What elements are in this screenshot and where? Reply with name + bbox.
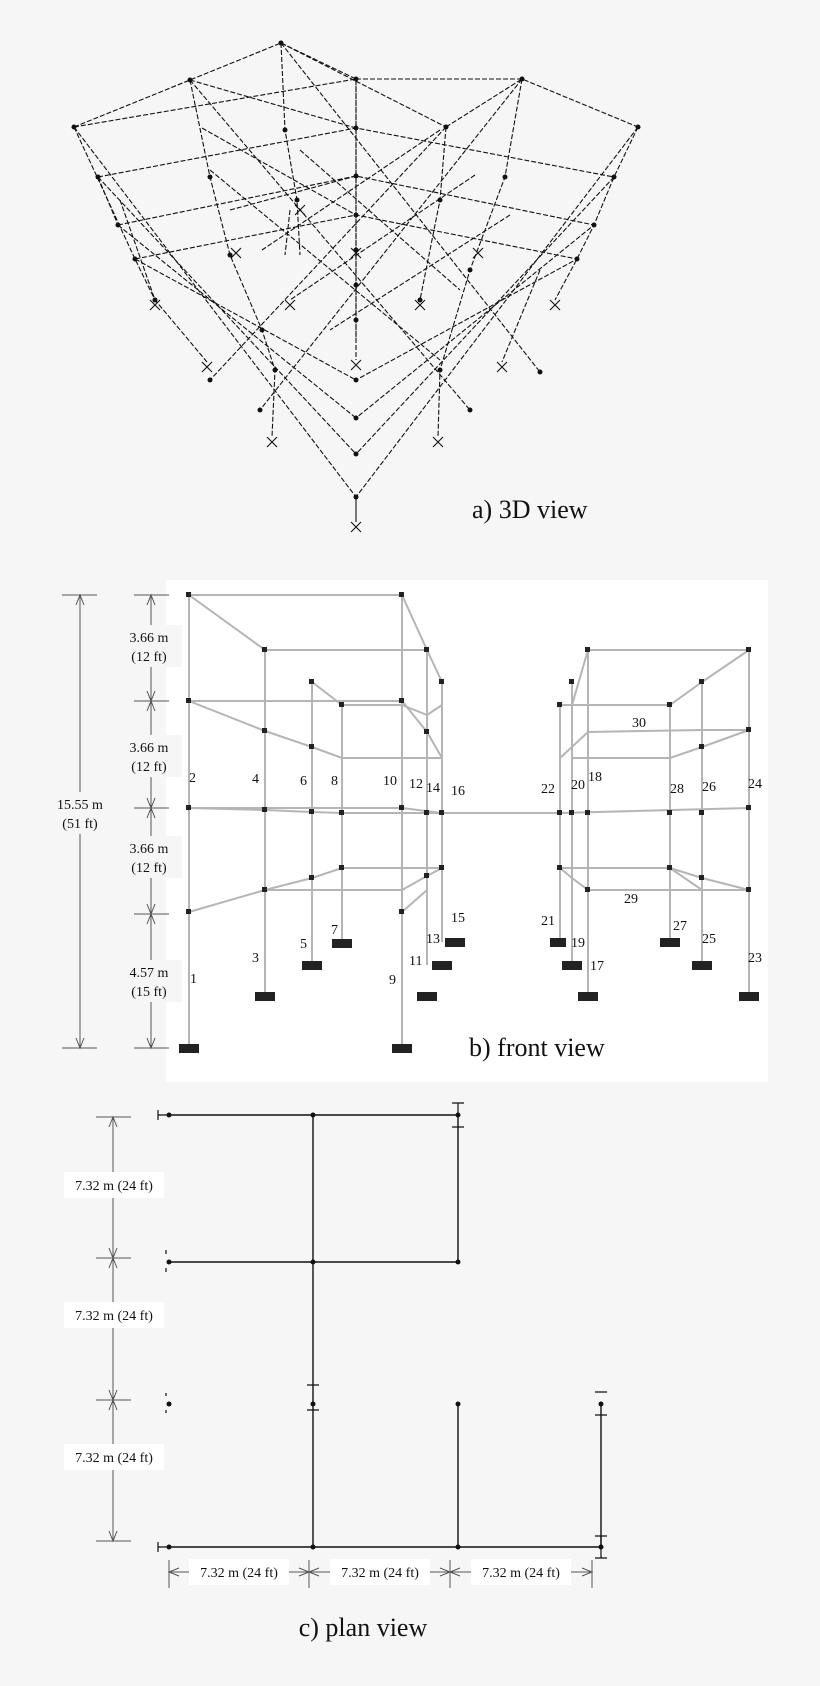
plan-horizontal-span: 7.32 m (24 ft) bbox=[482, 1566, 560, 1581]
member-label: 23 bbox=[748, 951, 762, 966]
view-3d-supports bbox=[149, 204, 561, 533]
caption-plan-view: c) plan view bbox=[299, 1613, 428, 1642]
story-height-imperial: (12 ft) bbox=[131, 650, 167, 665]
member-label: 28 bbox=[670, 782, 684, 797]
member-label: 8 bbox=[331, 774, 338, 789]
story-height-labels: 3.66 m (12 ft) 3.66 m (12 ft) 3.66 m (12… bbox=[47, 625, 182, 1002]
story-height-metric: 3.66 m bbox=[130, 741, 169, 756]
member-label: 12 bbox=[409, 777, 423, 792]
member-label: 17 bbox=[590, 959, 604, 974]
front-view-panel bbox=[166, 580, 768, 1082]
member-label: 9 bbox=[389, 973, 396, 988]
member-label: 24 bbox=[748, 777, 762, 792]
front-view-member-labels: 1 2 3 4 5 6 7 8 9 10 11 12 13 14 15 16 1… bbox=[189, 716, 762, 988]
member-label: 29 bbox=[624, 892, 638, 907]
member-label: 7 bbox=[331, 923, 338, 938]
plan-vertical-span: 7.32 m (24 ft) bbox=[75, 1451, 153, 1466]
story-height-imperial: (12 ft) bbox=[131, 760, 167, 775]
plan-vertical-span: 7.32 m (24 ft) bbox=[75, 1179, 153, 1194]
member-label: 20 bbox=[571, 778, 585, 793]
member-label: 1 bbox=[190, 972, 197, 987]
member-label: 13 bbox=[426, 932, 440, 947]
member-label: 30 bbox=[632, 716, 646, 731]
total-height-metric: 15.55 m bbox=[57, 798, 103, 813]
plan-view-dimension-lines bbox=[96, 1115, 594, 1588]
member-label: 11 bbox=[409, 954, 422, 969]
member-label: 10 bbox=[383, 774, 397, 789]
view-3d-drawing bbox=[73, 42, 639, 498]
member-label: 2 bbox=[189, 771, 196, 786]
front-view-dimension-lines bbox=[62, 593, 169, 1050]
member-label: 15 bbox=[451, 911, 465, 926]
story-height-imperial: (15 ft) bbox=[131, 985, 167, 1000]
front-view-nodes bbox=[179, 592, 759, 1053]
member-label: 16 bbox=[451, 784, 465, 799]
member-label: 21 bbox=[541, 914, 555, 929]
member-label: 3 bbox=[252, 951, 259, 966]
story-height-metric: 4.57 m bbox=[130, 966, 169, 981]
plan-horizontal-span: 7.32 m (24 ft) bbox=[341, 1566, 419, 1581]
member-label: 26 bbox=[702, 780, 716, 795]
plan-view-frame bbox=[169, 1114, 602, 1548]
story-height-metric: 3.66 m bbox=[130, 631, 169, 646]
story-height-imperial: (12 ft) bbox=[131, 861, 167, 876]
member-label: 19 bbox=[571, 936, 585, 951]
member-label: 27 bbox=[673, 919, 687, 934]
plan-horizontal-span: 7.32 m (24 ft) bbox=[200, 1566, 278, 1581]
member-label: 25 bbox=[702, 932, 716, 947]
member-label: 22 bbox=[541, 782, 555, 797]
story-height-metric: 3.66 m bbox=[130, 842, 169, 857]
member-label: 14 bbox=[426, 781, 440, 796]
caption-front-view: b) front view bbox=[469, 1033, 605, 1062]
member-label: 6 bbox=[300, 774, 307, 789]
member-label: 18 bbox=[588, 770, 602, 785]
plan-span-labels: 7.32 m (24 ft) 7.32 m (24 ft) 7.32 m (24… bbox=[64, 1172, 571, 1585]
plan-vertical-span: 7.32 m (24 ft) bbox=[75, 1309, 153, 1324]
plan-view-ticks bbox=[157, 1102, 607, 1559]
total-height-imperial: (51 ft) bbox=[62, 817, 98, 832]
member-label: 5 bbox=[300, 937, 307, 952]
member-label: 4 bbox=[252, 772, 259, 787]
plan-view-nodes bbox=[166, 1112, 604, 1550]
caption-3d-view: a) 3D view bbox=[472, 495, 588, 524]
